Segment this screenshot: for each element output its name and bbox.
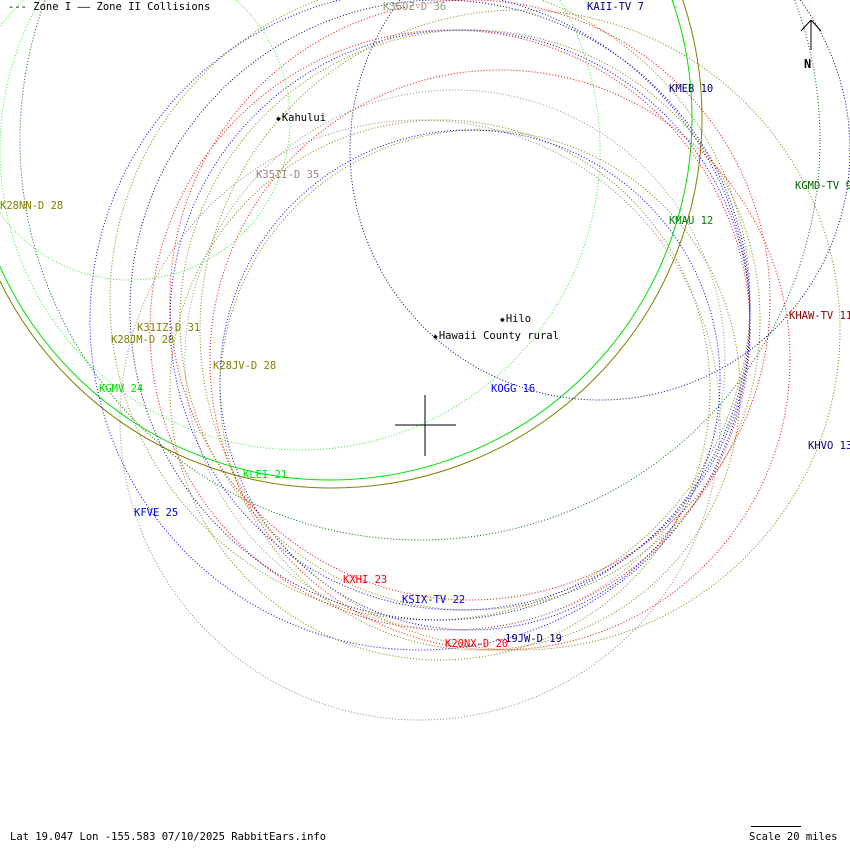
city-marker-icon: ◆ xyxy=(433,332,438,341)
station-label[interactable]: KGMD-TV 9 xyxy=(795,180,850,192)
contour-ring xyxy=(349,0,850,401)
station-label[interactable]: KHVO 13 xyxy=(808,440,850,452)
station-label[interactable]: K28JV-D 28 xyxy=(213,360,277,372)
station-label[interactable]: K28JM-D 28 xyxy=(111,334,175,346)
scale-bar xyxy=(751,826,801,827)
contour-ring xyxy=(219,129,721,631)
station-label[interactable]: K28NN-D 28 xyxy=(0,200,64,212)
contour-ring xyxy=(219,129,741,651)
station-label[interactable]: KXHI 23 xyxy=(343,574,388,586)
station-label[interactable]: KMAU 12 xyxy=(669,215,714,227)
city-marker-icon: ◆ xyxy=(276,114,281,123)
city-kahului: ◆Kahului xyxy=(276,112,326,125)
contour-ring xyxy=(209,69,791,651)
contour-ring xyxy=(169,0,771,601)
station-label[interactable]: KLEI 21 xyxy=(243,469,288,481)
north-arrow-icon xyxy=(800,19,822,50)
contour-ring xyxy=(169,119,711,661)
station-label[interactable]: KSIX-TV 22 xyxy=(402,594,466,606)
legend: --- Zone I —— Zone II Collisions xyxy=(8,1,210,13)
station-label[interactable]: KGMV 24 xyxy=(99,383,144,395)
map-footer-coordinates: Lat 19.047 Lon -155.583 07/10/2025 Rabbi… xyxy=(10,831,327,843)
contour-ring xyxy=(0,0,291,281)
station-label[interactable]: K35II-D 35 xyxy=(256,169,320,181)
contour-ring xyxy=(129,0,751,621)
crosshair-icon xyxy=(395,395,456,456)
city-label: Hilo xyxy=(505,313,532,325)
contour-ring xyxy=(179,29,761,611)
station-label[interactable]: KFVE 25 xyxy=(134,507,179,519)
contour-ring xyxy=(19,0,821,541)
station-label[interactable]: KAII-TV 7 xyxy=(587,1,644,13)
city-label: Hawaii County rural xyxy=(438,330,559,342)
contour-ring xyxy=(169,29,751,611)
city-hawaii-county-rural: ◆Hawaii County rural xyxy=(433,330,559,343)
station-label[interactable]: KMEB 10 xyxy=(669,83,714,95)
contour-ring xyxy=(0,0,703,489)
station-label[interactable]: K36OZ-D 36 xyxy=(383,1,447,13)
legend-zone2: —— Zone II Collisions xyxy=(77,1,211,13)
north-label: N xyxy=(804,57,812,71)
station-label[interactable]: KHAW-TV 11 xyxy=(789,310,850,322)
contour-ring xyxy=(184,89,726,631)
scale-label: Scale 20 miles xyxy=(749,831,838,843)
station-label[interactable]: 19JW-D 19 xyxy=(505,633,562,645)
city-label: Kahului xyxy=(281,112,327,124)
station-label[interactable]: K31IZ-D 31 xyxy=(137,322,201,334)
city-hilo: ◆Hilo xyxy=(500,313,531,326)
station-label[interactable]: K20NX-D 20 xyxy=(445,638,509,650)
legend-zone1: --- Zone I xyxy=(8,1,72,13)
contour-ring xyxy=(119,119,721,721)
contour-ring xyxy=(199,9,841,651)
city-marker-icon: ◆ xyxy=(500,315,505,324)
contour-ring xyxy=(0,0,693,481)
contour-ring xyxy=(109,0,751,621)
contour-ring xyxy=(0,0,601,451)
station-label[interactable]: KOGG 16 xyxy=(491,383,536,395)
